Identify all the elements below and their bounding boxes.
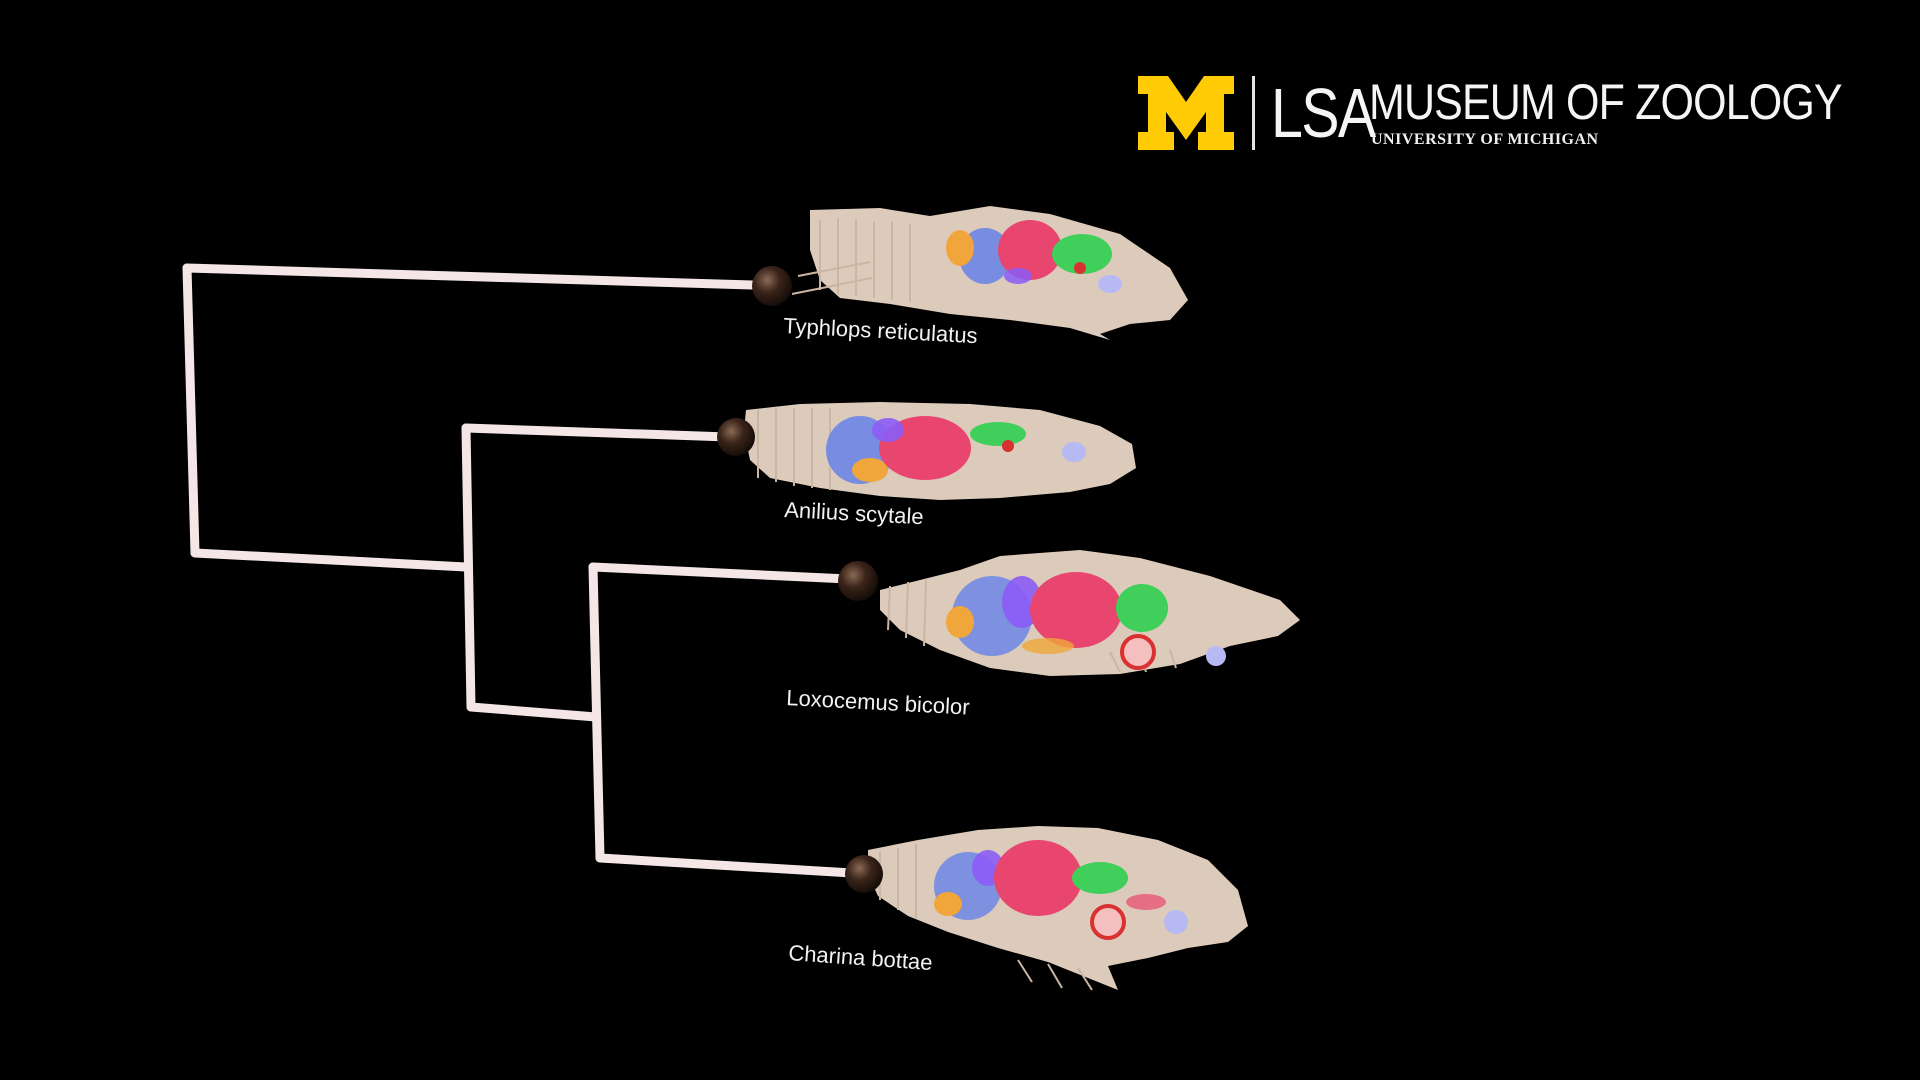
branch-root-to-clade-a (190, 548, 471, 572)
branch-clade-b-vertical (588, 562, 605, 863)
branch-charina (595, 853, 857, 878)
specimen-anilius-scytale (744, 402, 1136, 500)
logo-lsa: LSA (1271, 74, 1376, 152)
taxon-label-anilius: Anilius scytale (784, 497, 925, 529)
taxon-label-loxocemus: Loxocemus bicolor (786, 685, 970, 720)
logo-museum-name: MUSEUM OF ZOOLOGY (1369, 74, 1843, 130)
node-typhlops (752, 266, 792, 306)
logo-university-name: UNIVERSITY OF MICHIGAN (1371, 131, 1599, 148)
branch-loxocemus (588, 562, 853, 584)
node-loxocemus (838, 561, 878, 601)
logo-divider (1252, 76, 1255, 150)
branch-anilius (461, 423, 733, 442)
taxon-label-typhlops: Typhlops reticulatus (783, 313, 978, 348)
museum-logo: LSA MUSEUM OF ZOOLOGY UNIVERSITY OF MICH… (1138, 72, 1919, 154)
branch-clade-a-to-clade-b (466, 702, 601, 722)
specimen-charina-bottae (868, 826, 1248, 991)
logo-text-block: MUSEUM OF ZOOLOGY UNIVERSITY OF MICHIGAN (1369, 77, 1919, 149)
branch-root-vertical (182, 263, 200, 558)
block-m-logo-icon (1138, 76, 1234, 150)
specimen-loxocemus-bicolor (880, 550, 1300, 676)
node-anilius (717, 418, 755, 456)
branch-clade-a-vertical (461, 423, 476, 712)
tree-branches (182, 263, 857, 878)
taxon-label-charina: Charina bottae (788, 940, 934, 975)
tip-nodes (717, 266, 883, 893)
node-charina (845, 855, 883, 893)
branch-typhlops (182, 263, 757, 290)
specimen-typhlops-reticulatus (791, 206, 1188, 340)
